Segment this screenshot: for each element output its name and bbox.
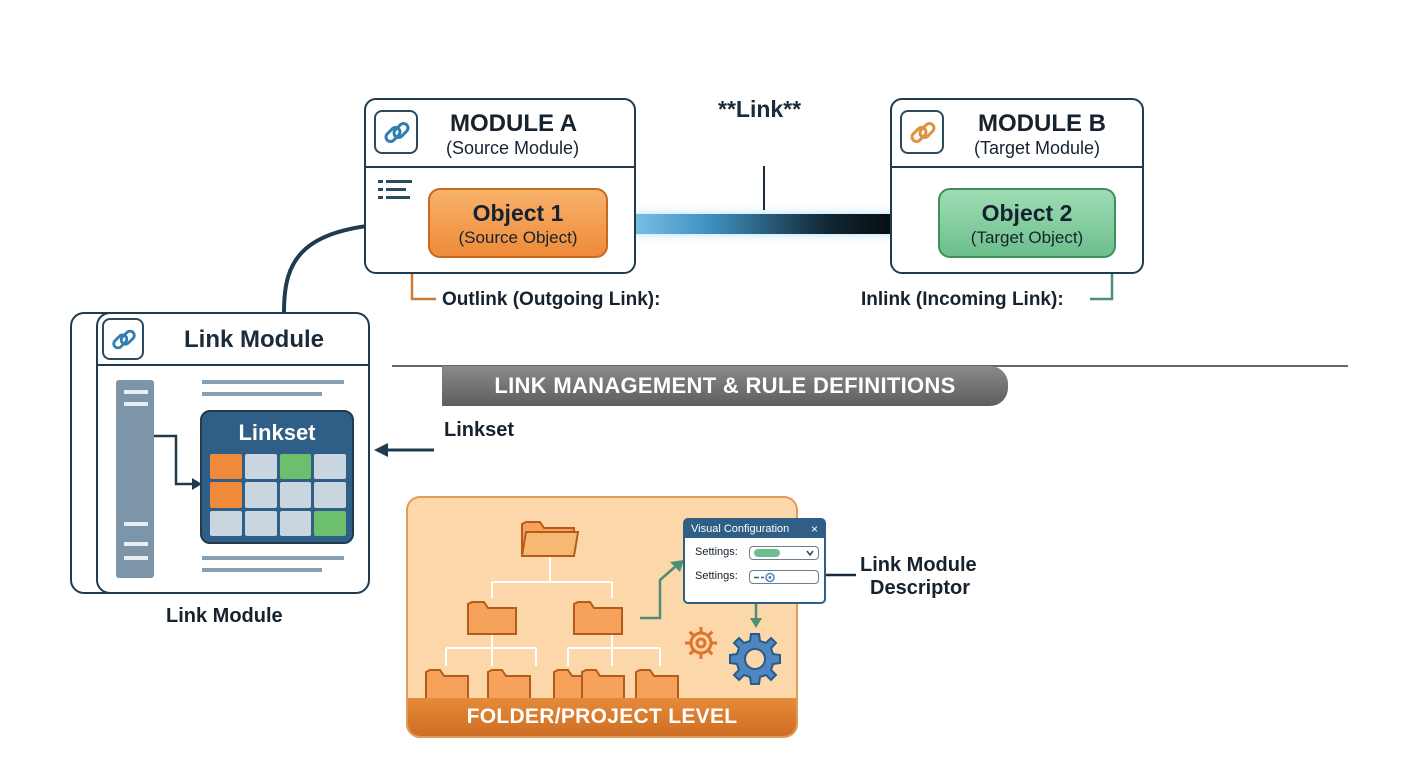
- config-settings-field[interactable]: [749, 570, 819, 584]
- link-module-title: Link Module: [184, 326, 324, 353]
- config-settings-dropdown[interactable]: [749, 546, 819, 560]
- link-title: **Link**: [718, 96, 802, 122]
- close-icon[interactable]: ×: [810, 522, 818, 536]
- gear-icon: [685, 627, 717, 659]
- link-arrow: [597, 200, 938, 248]
- linkset-cell: [314, 454, 346, 480]
- config-titlebar: Visual Configuration: [685, 520, 824, 538]
- object-2-title: Object 2: [981, 200, 1073, 226]
- module-a-header: MODULE A (Source Module): [366, 100, 634, 168]
- linkset-title: Linkset: [238, 420, 316, 445]
- object-2-target[interactable]: Object 2 (Target Object): [938, 188, 1116, 258]
- chevron-down-icon: [806, 550, 814, 557]
- object-1-subtitle: (Source Object): [458, 228, 578, 247]
- linkset-cell: [244, 510, 277, 536]
- linkset-cell: [244, 482, 277, 508]
- list-icon: [378, 180, 412, 199]
- linkset-cell: [314, 510, 346, 536]
- linkset-cell: [210, 454, 242, 480]
- linkset-grid: [210, 454, 346, 536]
- section-banner: LINK MANAGEMENT & RULE DEFINITIONS: [442, 366, 1008, 406]
- config-settings-label: Settings:: [695, 570, 738, 582]
- link-setting-icon: [754, 572, 775, 583]
- folder-project-footer: FOLDER/PROJECT LEVEL: [408, 698, 796, 736]
- link-module-caption: Link Module: [166, 605, 283, 627]
- module-b-title: MODULE B: [978, 110, 1106, 137]
- toggle-pill: [754, 549, 780, 557]
- linkset-table[interactable]: Linkset: [200, 410, 354, 544]
- folder-icon: [425, 669, 469, 702]
- visual-configuration-window[interactable]: Visual Configuration × Settings: Setting…: [683, 518, 826, 604]
- folder-icon: [635, 669, 679, 702]
- module-b-subtitle: (Target Module): [974, 138, 1101, 158]
- folder-project-panel: FOLDER/PROJECT LEVEL: [406, 496, 798, 738]
- config-settings-label: Settings:: [695, 546, 738, 558]
- folder-icon: [573, 601, 623, 635]
- linkset-cell: [210, 482, 242, 508]
- inlink-label: Inlink (Incoming Link):: [861, 289, 1064, 310]
- linkset-cell: [279, 482, 312, 508]
- folder-icon: [581, 669, 625, 702]
- folder-icon: [467, 601, 517, 635]
- folder-icon: [520, 521, 580, 557]
- module-a-title: MODULE A: [450, 110, 578, 137]
- linkset-cell: [279, 454, 312, 480]
- descriptor-label-line1: Link Module: [860, 554, 977, 576]
- tree-connector: [154, 434, 202, 490]
- tree-column: [116, 380, 154, 578]
- folder-icon: [487, 669, 531, 702]
- linkset-cell: [314, 482, 346, 508]
- linkset-cell: [244, 454, 277, 480]
- outlink-label: Outlink (Outgoing Link):: [442, 289, 661, 310]
- link-icon: [374, 110, 418, 154]
- inlink-bracket: [1090, 272, 1114, 301]
- link-icon: [900, 110, 944, 154]
- module-b-header: MODULE B (Target Module): [892, 100, 1142, 168]
- object-2-subtitle: (Target Object): [970, 228, 1084, 247]
- linkset-cell: [279, 510, 312, 536]
- object-1-title: Object 1: [472, 200, 564, 226]
- linkset-cell: [210, 510, 242, 536]
- module-a-subtitle: (Source Module): [446, 138, 580, 158]
- content-lines: [202, 380, 344, 572]
- gear-icon: [729, 633, 781, 685]
- descriptor-label-line2: Descriptor: [870, 577, 971, 599]
- linkset-label: Linkset: [444, 419, 515, 441]
- link-module-header: Link Module: [98, 314, 368, 366]
- link-icon: [102, 318, 144, 360]
- object-1-source[interactable]: Object 1 (Source Object): [428, 188, 608, 258]
